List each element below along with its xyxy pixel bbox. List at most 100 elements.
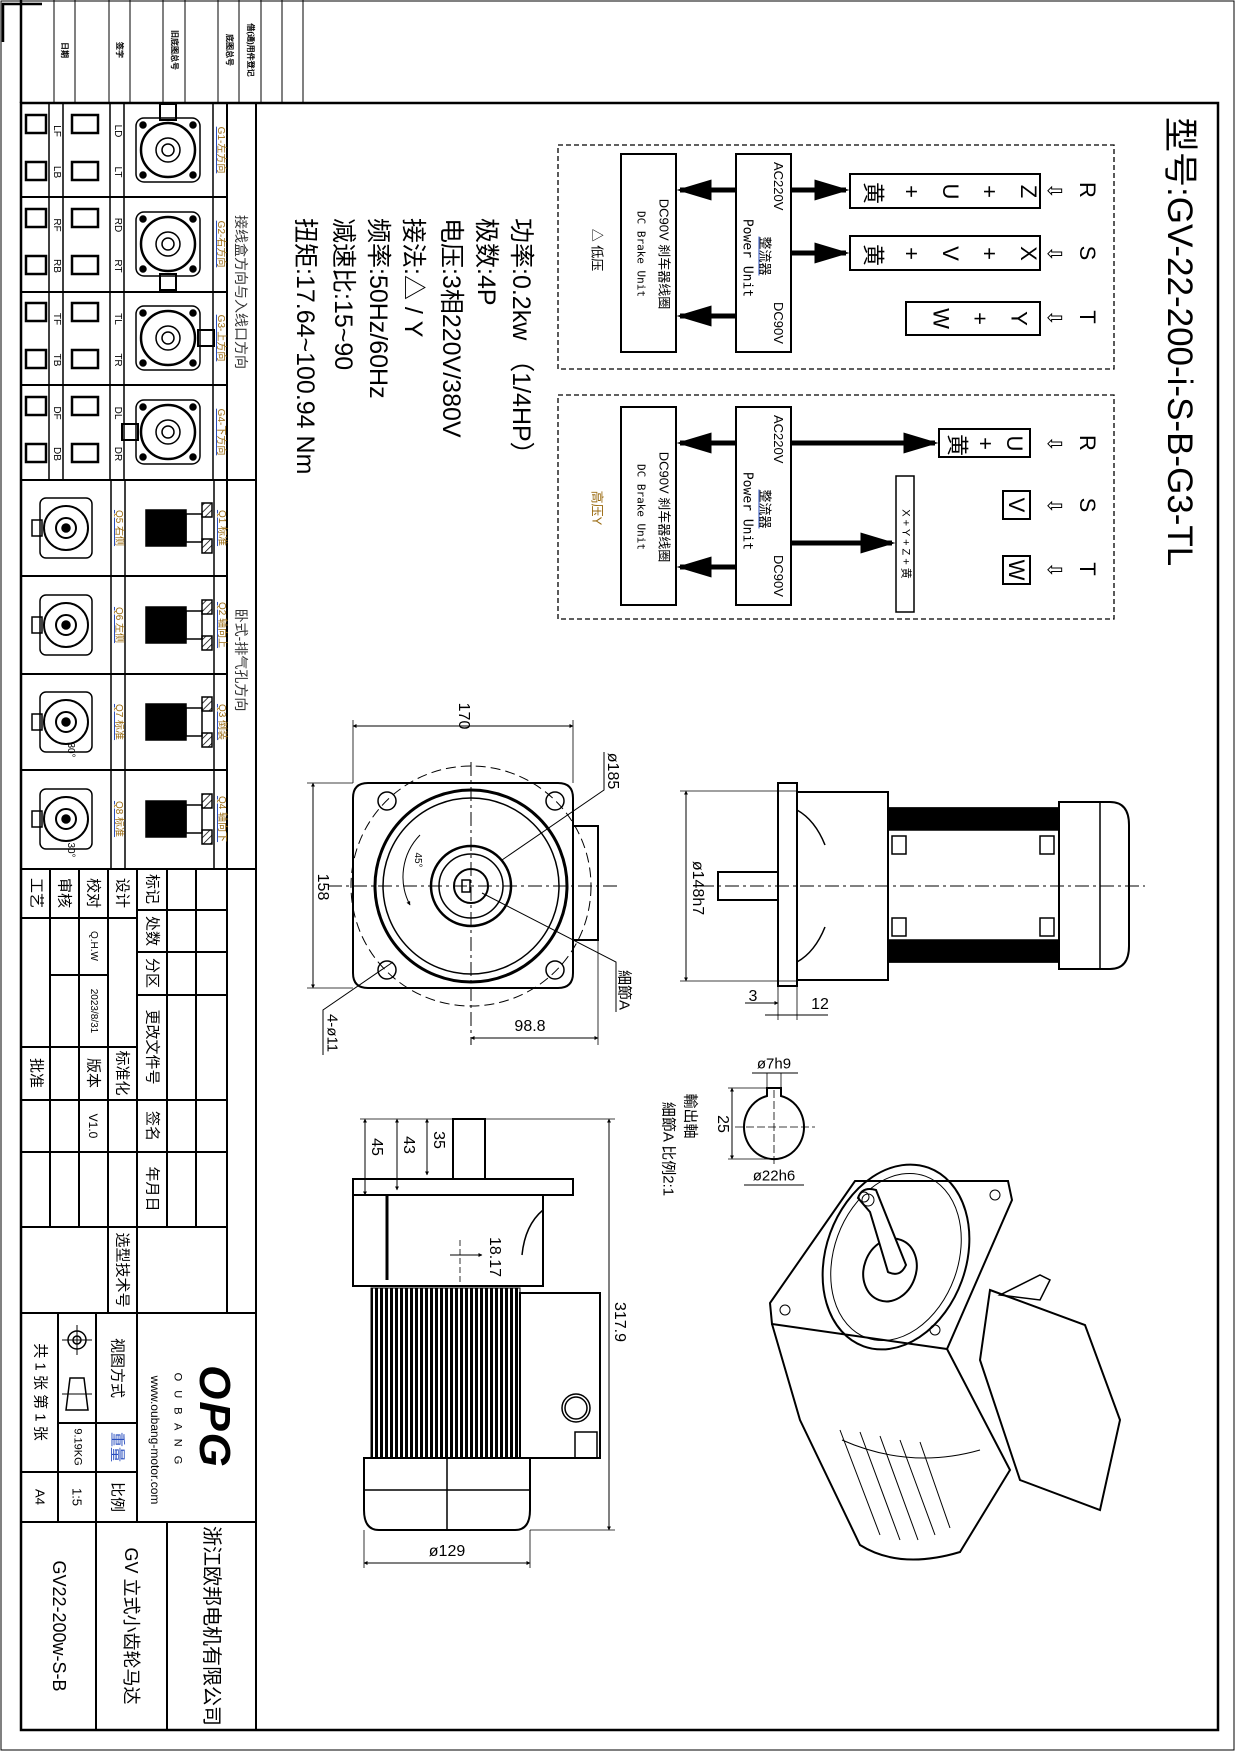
tb-sign: 签名 [143,1110,161,1142]
dim-front-height: 158 [314,873,331,901]
bolt-hole-icon [139,121,147,129]
tb-sheets: 共 1 张 第 1 张 [31,1343,49,1441]
tb-checker: Q.H.W [88,931,99,961]
box-orientation-icon [70,395,100,417]
rectifier-dc-label: DC90V [771,302,786,344]
motor-front-icon [155,419,181,445]
front-view [307,720,620,1055]
motor-front-icon [61,814,71,824]
motor-front-icon [135,305,201,371]
brand-name: O U B A N G [171,1372,184,1468]
tb-design: 设计 [113,877,131,909]
tb-mark: 标记 [143,873,161,905]
motor-front-icon [161,425,175,439]
motor-front-icon [43,505,89,551]
terminal-box-icon [197,329,215,347]
header-label-drawing-no: 底图总号 [225,34,234,66]
tb-weight: 9.19KG [71,1428,84,1466]
q2-label: Q2 轴向上 [216,601,227,649]
code-lt: LT [112,166,123,178]
dim-offset: 98.8 [514,1018,546,1035]
tb-check-date: 2023/8/31 [88,988,99,1034]
rectifier-dc-label: DC90V [771,555,786,597]
rectifier-name-cn: 整流器 [757,236,773,276]
header-label-borrowed-parts: 借(通)用件登记 [246,23,255,77]
motor-side-icon [185,610,203,640]
motor-front-icon [155,231,181,257]
dim-43: 43 [400,1136,417,1154]
motor-front-icon [61,717,71,727]
motor-front-icon [161,237,175,251]
motor-side-icon [145,800,187,838]
output-shaft-label: 輸出軸 [681,1093,699,1139]
tb-weight-label: 重量 [108,1431,126,1463]
box-orientation-icon [24,442,48,464]
arrow-left-icon: ⇦ [1046,178,1064,202]
bolt-hole-icon [189,171,197,179]
mount-hatch-icon [201,829,213,845]
code-lf: LF [51,125,62,137]
company-name: 浙江欧邦电机有限公司 [200,1526,222,1726]
motor-front-icon [55,808,77,830]
tb-check: 校对 [84,877,102,909]
tb-paper: A4 [32,1489,48,1505]
dim-angle: 45° [412,852,423,868]
detail-a-title: 細節A 比例2:1 [659,1101,677,1197]
wire-group-u: U+黄 [943,431,1027,456]
box-orientation-icon [70,442,100,464]
spec-torque: 扭矩:17.64~100.94 Nm [291,218,319,475]
spec-voltage: 电压:3相220V/380V [437,218,465,438]
motor-side-icon [145,606,187,644]
box-orientation-icon [70,254,100,276]
model-title: 型号:GV-22-200-i-S-B-G3-TL [1160,117,1199,567]
bolt-hole-icon [139,403,147,411]
motor-front-icon [135,399,201,465]
arrow-left-icon: ⇦ [1046,241,1064,265]
bolt-hole-icon [189,453,197,461]
rectifier-name-en: Power Unit [739,218,755,298]
drawing-frame [19,101,1220,1732]
bolt-hole-icon [139,359,147,367]
tb-scale-label: 比例 [108,1481,126,1513]
bolt-hole-icon [189,121,197,129]
box-orientation-icon [24,395,48,417]
motor-front-icon [161,331,175,345]
motor-front-icon [55,517,77,539]
wire-group-v: V [1004,497,1029,513]
code-db: DB [51,447,62,461]
code-ld: LD [112,124,123,138]
dim-12: 12 [811,996,829,1013]
detail-a-callout: 細節A [615,969,633,1011]
motor-front-icon [135,211,201,277]
header-label-date: 日期 [60,42,69,58]
mount-hatch-icon [201,538,213,554]
motor-front-icon [43,602,89,648]
brake-label-cn: DC90V 刹车器线圈 [656,198,672,310]
box-orientation-icon [24,113,48,135]
g2-label: G2-右方向 [215,220,226,268]
box-orientation-icon [24,301,48,323]
code-tf: TF [51,312,62,326]
q3-label: Q3 倒装 [216,703,227,741]
bolt-hole-icon [189,265,197,273]
box-orientation-icon [24,207,48,229]
tb-change-doc: 更改文件号 [143,1009,161,1085]
terminal-box-icon [31,519,43,537]
box-orientation-icon [70,301,100,323]
arrow-left-icon: ⇦ [1046,493,1064,517]
wire-group-xv: X+V+黄 [849,241,1041,266]
terminal-box-icon [31,713,43,731]
tb-version-label: 版本 [84,1057,102,1089]
brake-label-cn: DC90V 刹车器线圈 [656,451,672,563]
code-rb: RB [51,259,62,273]
code-rf: RF [51,218,62,232]
wire-group-xyz: X + Y + Z + 黄 [899,509,912,579]
code-tl: TL [112,313,123,325]
q8-label: Q8 标准 [113,800,124,838]
bolt-hole-icon [189,359,197,367]
g4-label: G4-下方向 [215,408,226,456]
box-orientation-icon [70,113,100,135]
code-tr: TR [112,353,123,367]
motor-front-icon [155,325,181,351]
